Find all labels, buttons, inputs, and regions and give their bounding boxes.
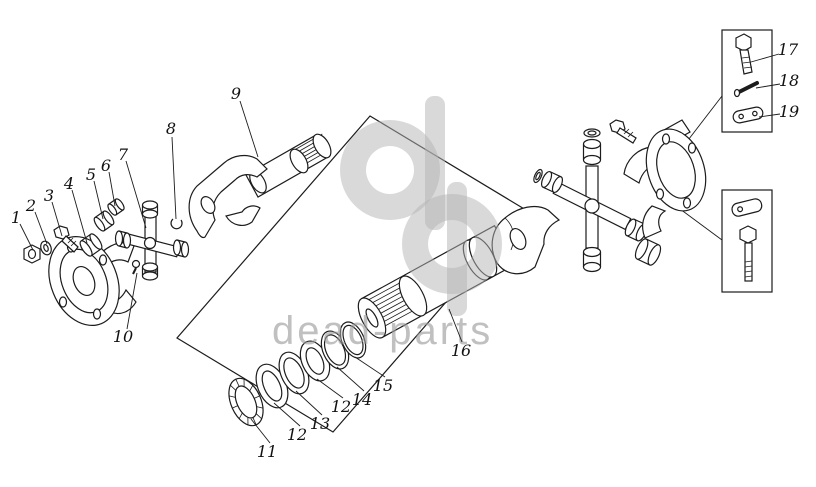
ring-part-12a	[255, 363, 289, 409]
box-lower-pointer-line	[675, 205, 723, 241]
parts-box-lower	[675, 189, 773, 293]
snap-ring-part-8	[170, 218, 183, 230]
part-labels: 1 2 3 4 5 6 7 8 9 10 11 12 13 12 14 15 1…	[11, 40, 799, 461]
washer-part-2	[40, 240, 52, 256]
part-label-14: 14	[352, 390, 372, 409]
part-label-12a: 12	[287, 425, 307, 444]
flange-bolt	[609, 119, 637, 144]
watermark-logo	[340, 96, 502, 316]
part-label-12b: 12	[331, 397, 351, 416]
bolt-part-3	[53, 225, 79, 253]
grease-fitting-part-10	[131, 259, 141, 275]
lock-plate-part-19	[732, 106, 764, 124]
yoke-shaft-part-9	[188, 133, 332, 239]
part-label-2: 2	[25, 196, 36, 215]
part-label-4: 4	[63, 174, 74, 193]
bearing-cup-part-5	[93, 210, 115, 232]
nut-part-1	[23, 244, 41, 264]
bolt-lower	[739, 225, 757, 282]
splined-bushing-part-11	[228, 377, 264, 427]
part-label-10: 10	[113, 327, 133, 346]
part-label-8: 8	[166, 119, 176, 138]
part-label-1: 1	[11, 208, 21, 227]
watermark-text: dead-parts	[272, 309, 493, 353]
leader-lines	[19, 53, 781, 444]
frame-panel	[176, 115, 527, 433]
lock-plate-lower	[731, 198, 763, 217]
ring-part-13	[278, 351, 310, 395]
snap-ring-part-15	[339, 321, 367, 359]
watermark: dead-parts	[272, 96, 502, 353]
bearing-cup-large	[634, 238, 662, 266]
part-label-9: 9	[231, 84, 241, 103]
part-label-11: 11	[257, 442, 277, 461]
ring-stack	[228, 321, 367, 427]
spacer-part-4	[79, 233, 103, 257]
flange-yoke-right	[623, 119, 707, 239]
seal-part-6	[107, 198, 125, 216]
part-label-6: 6	[101, 156, 111, 175]
part-label-7: 7	[118, 145, 129, 164]
part-label-5: 5	[86, 165, 96, 184]
pin-part-18	[733, 81, 759, 98]
part-label-19: 19	[779, 102, 799, 121]
flange-yoke-left	[48, 235, 137, 327]
part-label-18: 18	[779, 71, 799, 90]
part-label-17: 17	[778, 40, 799, 59]
part-label-3: 3	[44, 186, 54, 205]
parts-box-upper	[681, 29, 773, 149]
part-label-16: 16	[451, 341, 471, 360]
spider-cross-left	[114, 200, 190, 281]
spider-cross-right	[533, 119, 662, 273]
part-label-15: 15	[373, 376, 393, 395]
bolt-part-17	[735, 33, 753, 75]
part-label-13: 13	[310, 414, 330, 433]
